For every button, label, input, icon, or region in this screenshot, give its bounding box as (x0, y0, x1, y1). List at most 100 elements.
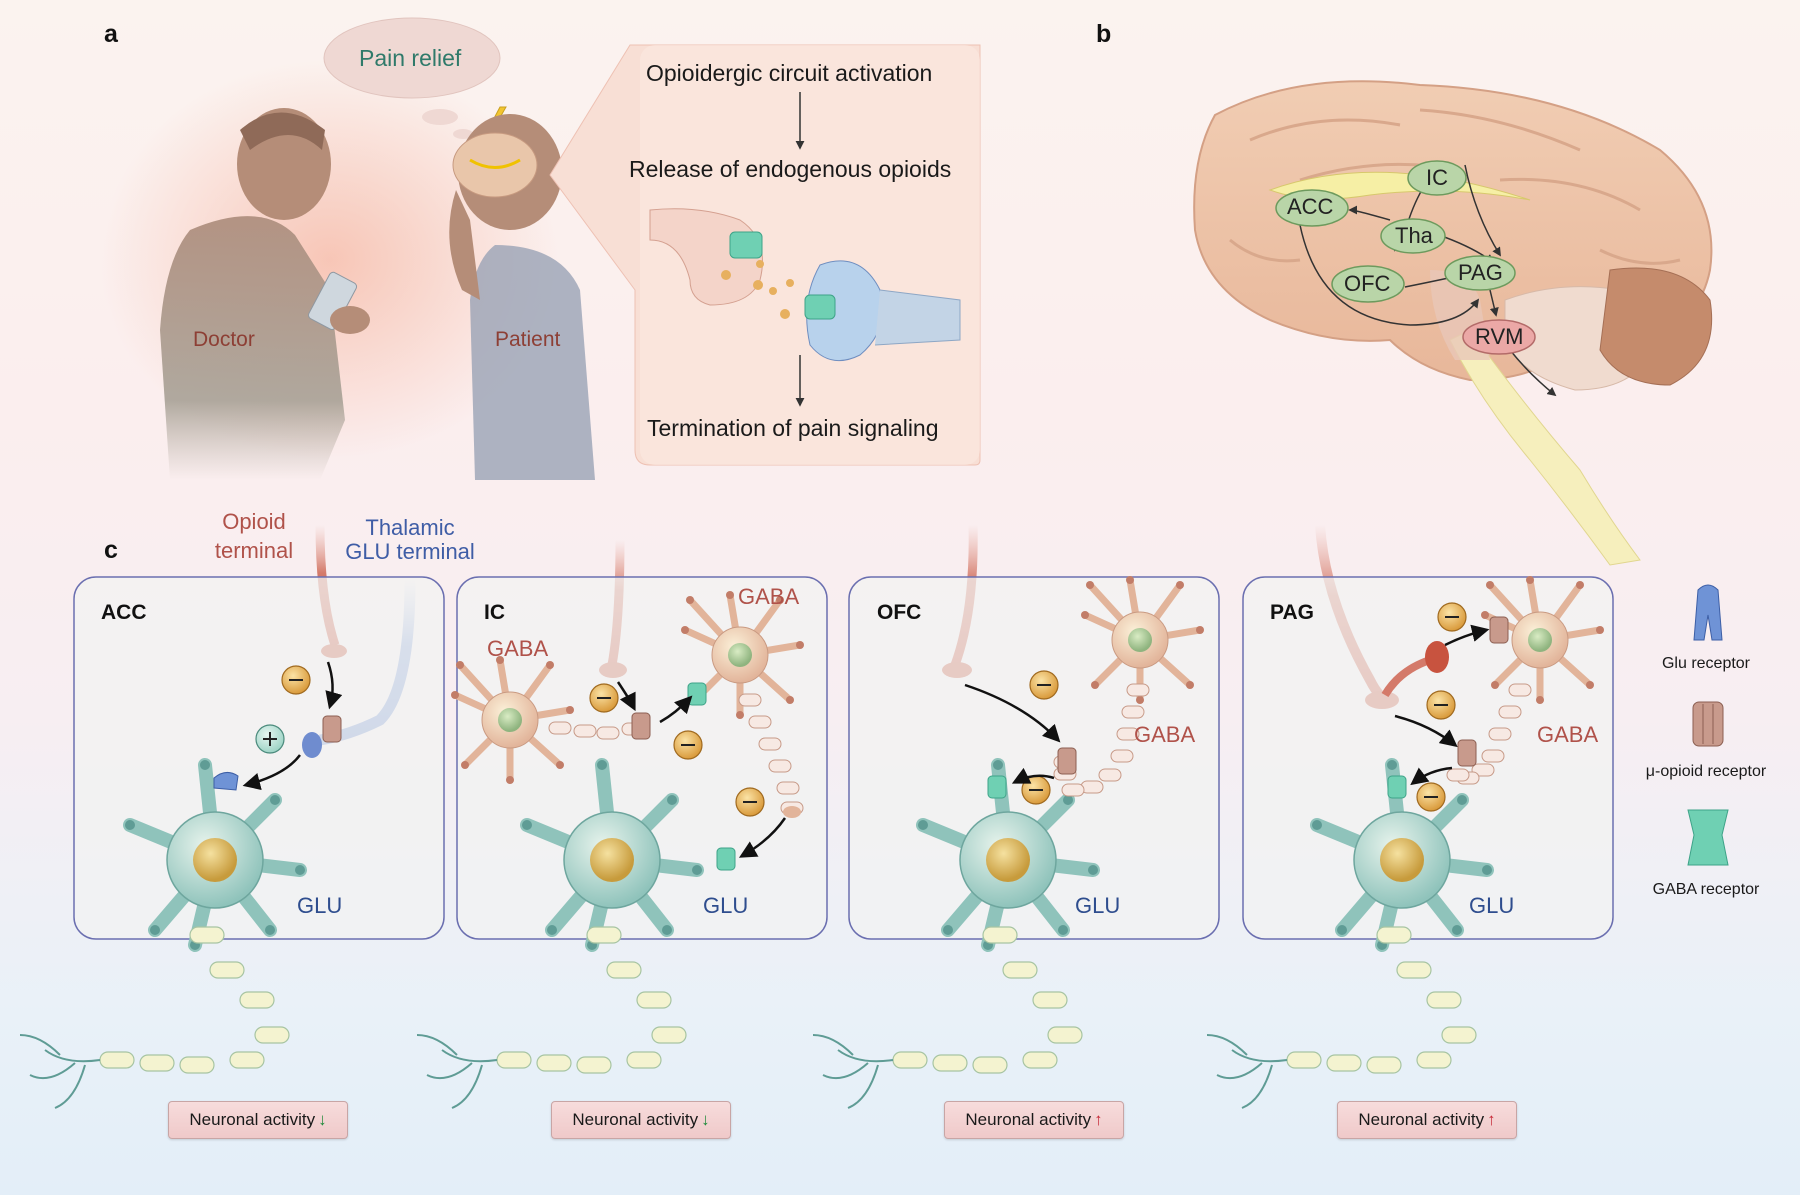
legend-gaba: GABA receptor (1652, 881, 1760, 898)
arrow (1394, 714, 1458, 748)
gaba-receptor (987, 775, 1007, 799)
arrow (1410, 766, 1453, 786)
arrow-down-icon: ↓ (318, 1110, 327, 1129)
gaba-terminal (783, 806, 801, 818)
gaba-axon (548, 721, 645, 740)
box-pag (1242, 576, 1614, 940)
region-acc: ACC (1287, 194, 1334, 219)
legend-opioid: μ-opioid receptor (1645, 763, 1767, 780)
inhibit-sign (1021, 775, 1051, 805)
activity-text: Neuronal activity (572, 1110, 699, 1129)
thalamic-terminal-label-1: Thalamic (365, 515, 455, 540)
glu-label-acc: GLU (297, 893, 343, 918)
region-ofc: OFC (1344, 271, 1391, 296)
opioid-terminal-label-2: terminal (214, 538, 294, 563)
gaba-neuron-ic-1 (451, 656, 574, 784)
glu-neuron-pag (1206, 758, 1494, 1109)
region-tha: Tha (1395, 223, 1433, 248)
activity-badge-acc: Neuronal activity↓ (168, 1101, 348, 1139)
activity-badge-ic: Neuronal activity↓ (551, 1101, 731, 1139)
inhibit-sign (1029, 670, 1059, 700)
panel-label-a: a (104, 20, 118, 48)
gaba-receptor (1387, 775, 1407, 799)
arrow (659, 695, 693, 724)
gaba-label-ic-1: GABA (487, 636, 549, 661)
mu-opioid-receptor (631, 712, 651, 740)
callout-inner (640, 45, 980, 465)
inhibit-sign (1416, 782, 1446, 812)
glu-label-ofc: GLU (1075, 893, 1121, 918)
gaba-label-ofc: GABA (1134, 722, 1196, 747)
glu-receptor-icon (1693, 584, 1723, 641)
gaba-receptor (687, 682, 707, 706)
activity-text: Neuronal activity (189, 1110, 316, 1129)
inhibit-sign (1426, 690, 1456, 720)
arrow (616, 681, 636, 712)
thalamic-terminal-label-2: GLU terminal (345, 539, 475, 564)
activity-text: Neuronal activity (965, 1110, 1092, 1129)
arrow-up-icon: ↑ (1094, 1110, 1103, 1129)
arrow (242, 754, 301, 790)
mu-opioid-receptor (1457, 739, 1477, 767)
region-ic: IC (1426, 165, 1448, 190)
activity-text: Neuronal activity (1358, 1110, 1485, 1129)
brain-circuit (1275, 160, 1557, 397)
glu-neuron-acc (19, 758, 307, 1109)
brain-illustration (1193, 80, 1713, 566)
region-pag: PAG (1458, 260, 1503, 285)
gaba-receptor (716, 847, 736, 871)
arrow (738, 817, 787, 858)
inhibit-sign (735, 787, 765, 817)
arrow (325, 661, 343, 710)
arrow (964, 683, 1061, 743)
mu-opioid-receptor (1057, 747, 1077, 775)
box-title-pag: PAG (1270, 601, 1314, 624)
inhibit-sign (589, 683, 619, 713)
thought-dot (422, 109, 458, 125)
box-ofc (848, 576, 1220, 940)
gaba-neuron-ic-2 (681, 591, 804, 719)
neurons (19, 576, 1604, 1109)
glu-neuron-ic (416, 758, 704, 1109)
patient-label: Patient (495, 328, 561, 351)
gaba-receptor-icon (1687, 809, 1729, 866)
legend-icons (1687, 584, 1729, 866)
glu-label-pag: GLU (1469, 893, 1515, 918)
opioid-terminal (1425, 641, 1449, 673)
glu-receptor (213, 772, 239, 791)
box-acc (73, 576, 445, 940)
box-title-ofc: OFC (877, 601, 922, 624)
doctor-label: Doctor (193, 328, 255, 351)
opioid-terminal-label-1: Opioid (222, 509, 286, 534)
step-2: Release of endogenous opioids (629, 156, 952, 182)
activity-badge-ofc: Neuronal activity↑ (944, 1101, 1124, 1139)
mu-opioid-receptor (322, 715, 342, 743)
arrow-down-icon: ↓ (701, 1110, 710, 1129)
panel-label-c: c (104, 536, 118, 564)
panel-label-b: b (1096, 20, 1112, 48)
opioid-axon (1381, 656, 1432, 698)
inhibit-sign (1437, 602, 1467, 632)
arrow-up-icon: ↑ (1487, 1110, 1496, 1129)
gaba-label-ic-2: GABA (738, 584, 800, 609)
gaba-label-pag: GABA (1537, 722, 1599, 747)
arrow (1444, 624, 1490, 647)
patient-figure (449, 114, 595, 480)
thought-dot (453, 129, 473, 139)
box-title-acc: ACC (101, 601, 147, 624)
thought-text: Pain relief (359, 45, 462, 71)
glu-neuron-ofc (812, 758, 1100, 1109)
inhibit-sign (281, 665, 311, 695)
glu-label-ic: GLU (703, 893, 749, 918)
synapse-illustration (649, 208, 961, 362)
doctor-figure (160, 108, 370, 480)
activity-badge-pag: Neuronal activity↑ (1337, 1101, 1517, 1139)
box-title-ic: IC (484, 601, 505, 624)
excite-sign (255, 724, 285, 754)
arrow (1011, 767, 1055, 784)
gaba-axon (1446, 683, 1532, 785)
legend-glu: Glu receptor (1661, 655, 1751, 672)
region-rvm: RVM (1475, 324, 1524, 349)
